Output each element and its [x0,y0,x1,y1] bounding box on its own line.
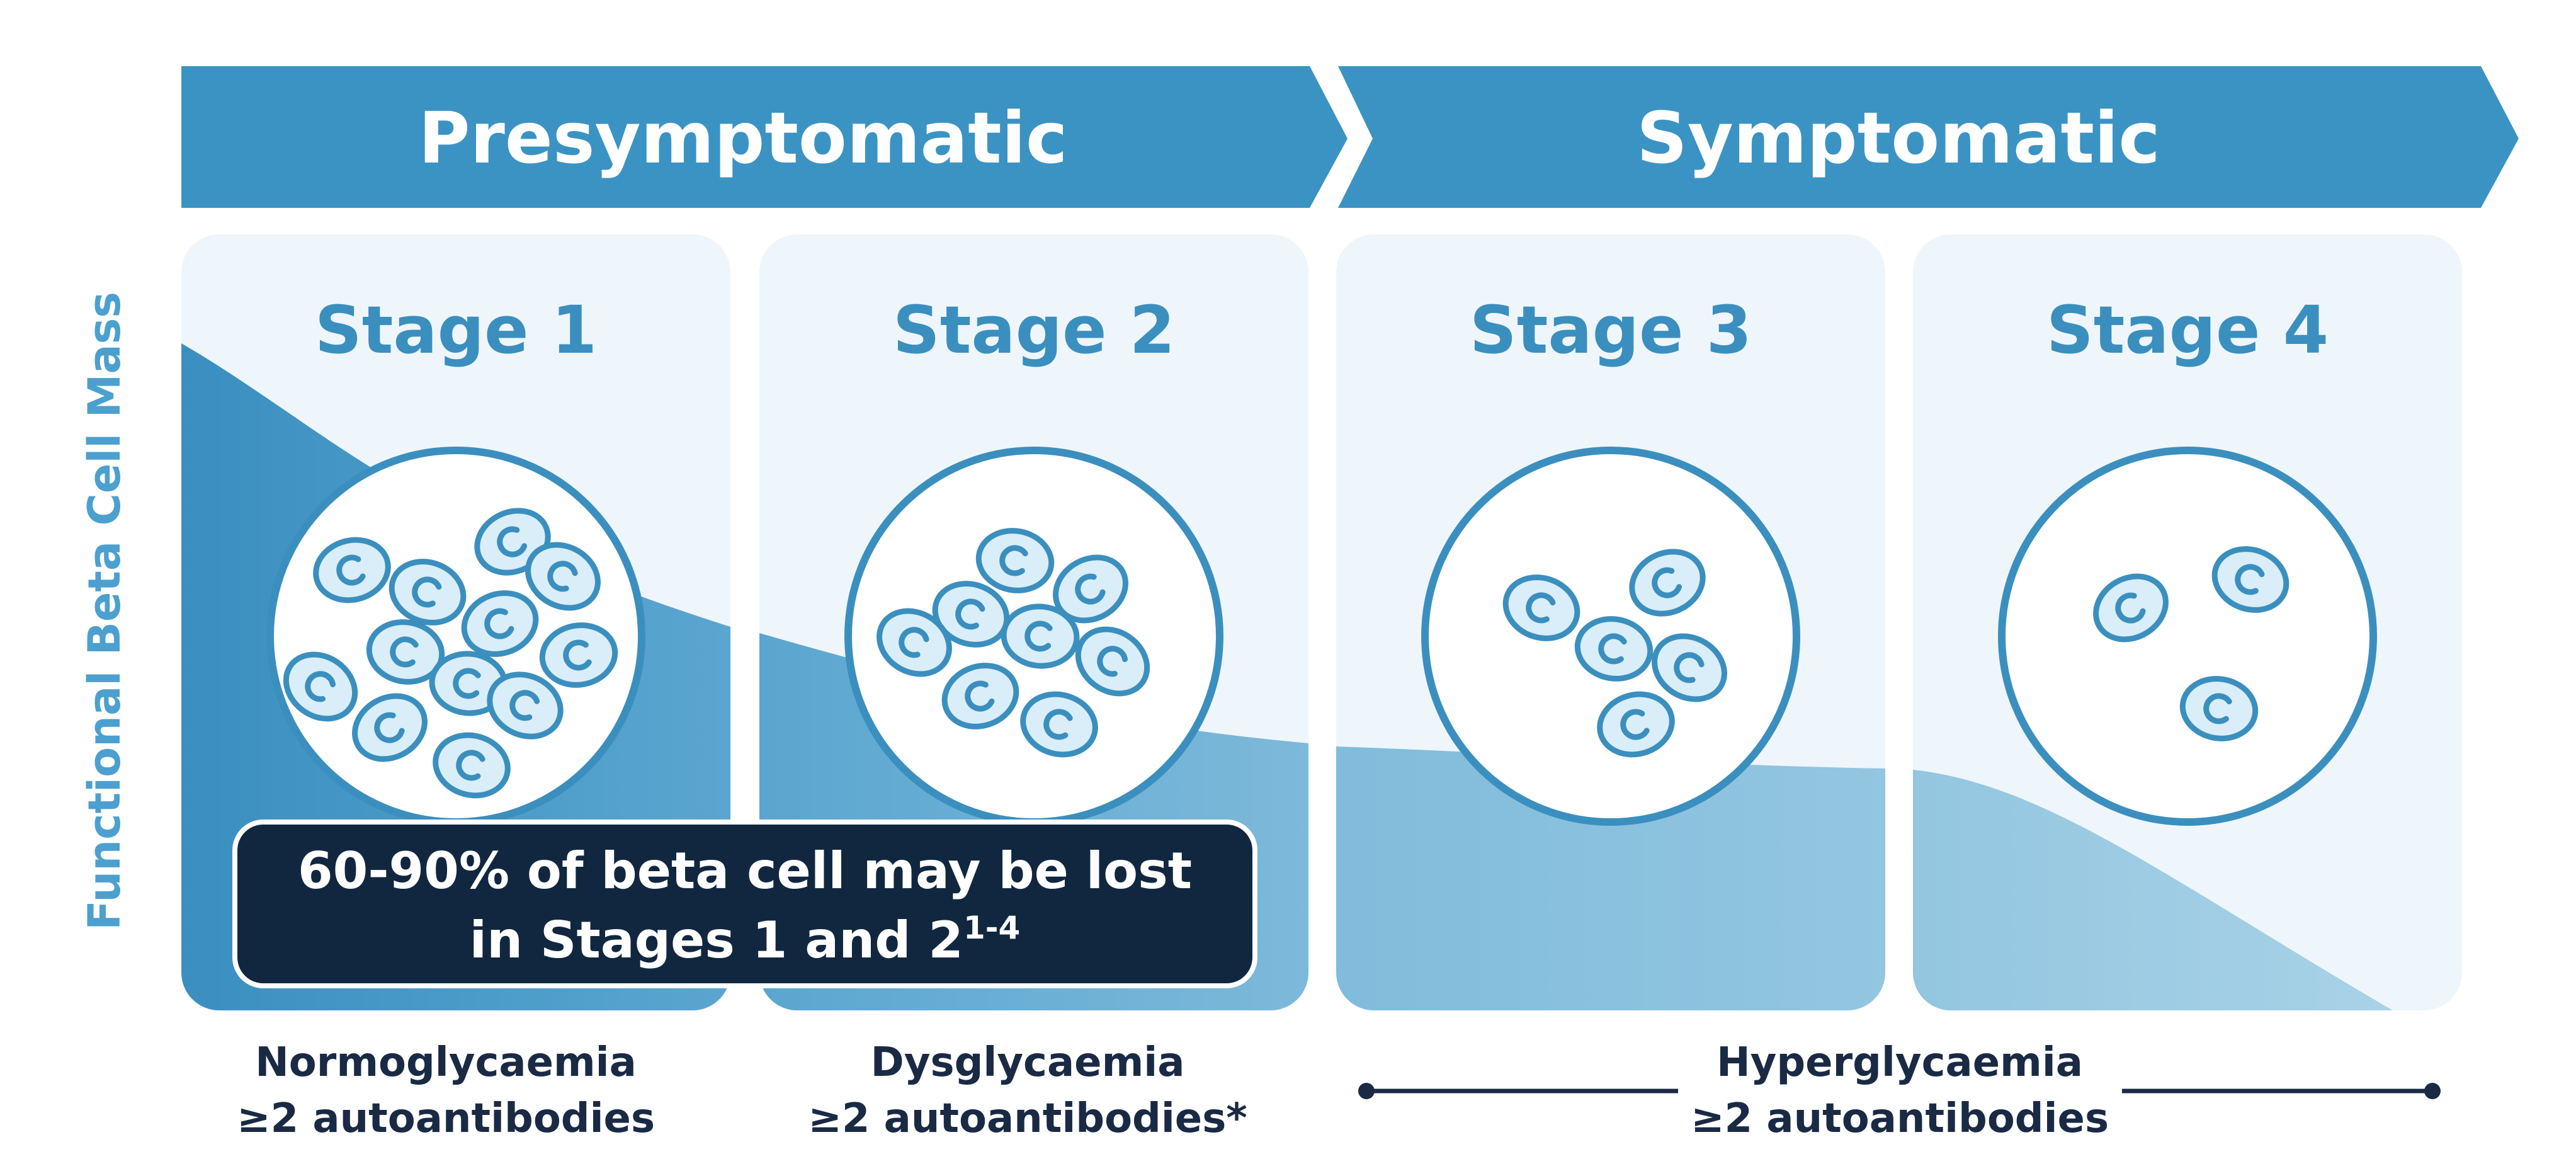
beta-cell [941,663,1019,729]
callout-reference-superscript: 1-4 [963,910,1020,946]
beta-cell [539,622,618,688]
caption-2-line-2: ≥2 autoantibodies* [808,1095,1247,1142]
callout-line-2: in Stages 1 and 21-4 [470,910,1021,969]
beta-cell [1053,554,1128,624]
caption-3-line-2: ≥2 autoantibodies [1691,1095,2109,1142]
caption-stages-3-4: Hyperglycaemia ≥2 autoantibodies [1358,1039,2441,1142]
caption-2-line-1: Dysglycaemia [871,1039,1185,1086]
stage-panel-4: Stage 4 [1913,234,2462,1010]
symptomatic-label: Symptomatic [1637,98,2160,180]
presymptomatic-label: Presymptomatic [419,98,1068,180]
stage-3-label: Stage 3 [1470,292,1752,368]
range-dot-right [2424,1083,2441,1099]
beta-cell-cluster-1 [283,508,618,799]
callout-line-2-text: in Stages 1 and 2 [470,911,963,969]
caption-1-line-1: Normoglycaemia [255,1039,637,1086]
beta-cell-cluster-2 [877,528,1150,758]
caption-3-line-1: Hyperglycaemia [1716,1039,2083,1086]
beta-cell-mass-area-4 [1913,770,2393,1010]
beta-cell [352,693,428,762]
beta-cell [2211,546,2289,613]
stage-panel-3: Stage 3 [1336,234,1885,1010]
beta-cell [1597,691,1675,758]
beta-cell-mass-area-3 [1336,746,1885,1010]
beta-cell [461,590,539,657]
beta-cell [389,559,467,625]
beta-cell-loss-callout: 60-90% of beta cell may be lost in Stage… [232,820,1257,988]
beta-cell [975,528,1055,593]
presymptomatic-banner: Presymptomatic [181,66,1348,208]
stage-1-label: Stage 1 [315,292,597,368]
symptomatic-arrow [1338,66,2519,208]
beta-cell-cluster-4 [2093,546,2289,741]
beta-cell [877,608,952,677]
stage-2-label: Stage 2 [893,292,1175,368]
beta-cell [2093,573,2169,643]
beta-cell [429,651,508,716]
beta-cell [1020,691,1098,758]
beta-cell [1652,633,1727,702]
callout-line-1: 60-90% of beta cell may be lost [298,842,1192,900]
beta-cell [1629,549,1706,617]
beta-cell [283,651,358,722]
symptomatic-banner: Symptomatic [1338,66,2519,208]
caption-1-line-2: ≥2 autoantibodies [237,1095,655,1142]
beta-cell [1001,603,1080,669]
islet-circle-4 [1998,447,2377,826]
caption-stage-1: Normoglycaemia ≥2 autoantibodies [237,1039,655,1142]
y-axis-label: Functional Beta Cell Mass [79,292,130,930]
beta-cell [1075,626,1150,697]
caption-stage-2: Dysglycaemia ≥2 autoantibodies* [808,1039,1247,1142]
beta-cell-cluster-3 [1502,549,1727,758]
beta-cell [1574,616,1654,682]
beta-cell [366,619,445,685]
stage-4-label: Stage 4 [2046,292,2329,368]
range-dot-left [1358,1083,1375,1099]
beta-cell [525,542,601,611]
presymptomatic-arrow [181,66,1348,208]
beta-cell [313,537,391,603]
beta-cell [487,671,564,740]
beta-cell [2179,676,2259,741]
beta-cell [1502,574,1580,641]
beta-cell [433,732,511,799]
